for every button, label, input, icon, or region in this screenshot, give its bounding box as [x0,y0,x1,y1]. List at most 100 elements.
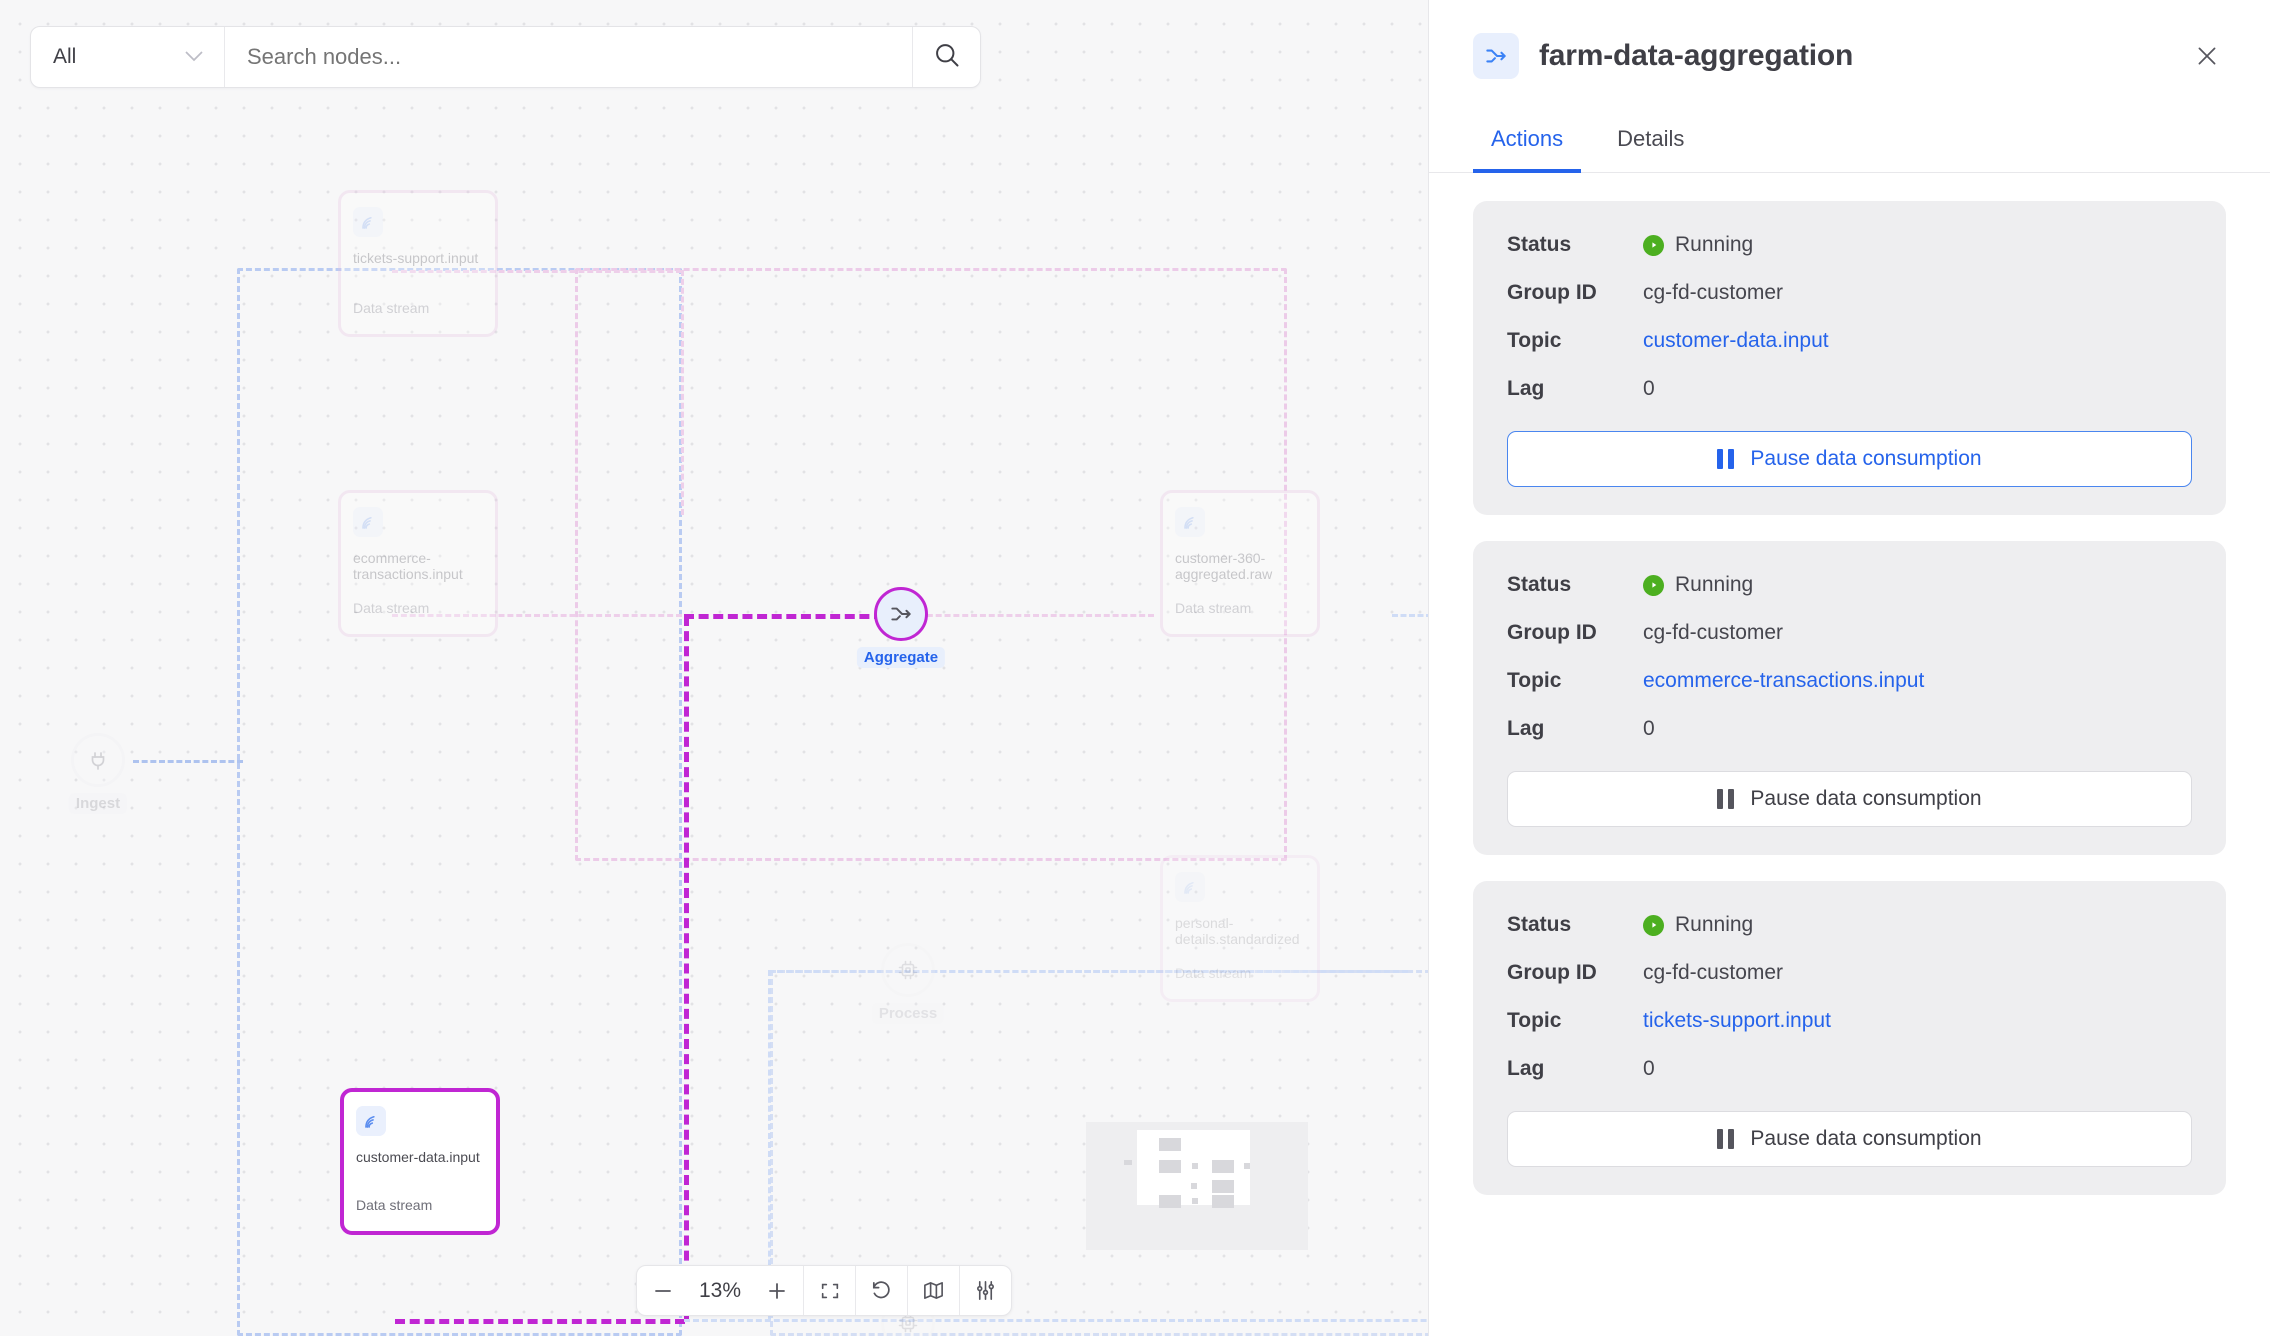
node-customer-data[interactable]: customer-data.input Data stream [340,1088,500,1235]
group-id-row: Group ID cg-fd-customer [1507,281,2192,305]
lag-row: Lag 0 [1507,1057,2192,1081]
topic-link[interactable]: customer-data.input [1643,329,1829,353]
pause-icon [1717,1129,1734,1149]
group-id-value: cg-fd-customer [1643,621,1783,645]
node-subtitle: Data stream [353,300,429,316]
lag-label: Lag [1507,377,1643,401]
node-tickets-support[interactable]: tickets-support.input Data stream [338,190,498,337]
node-ecommerce-transactions[interactable]: ecommerce-transactions.input Data stream [338,490,498,637]
chip-icon [881,943,935,997]
minimap[interactable] [1086,1122,1308,1250]
node-subtitle: Data stream [1175,600,1251,616]
sliders-icon[interactable] [959,1266,1011,1315]
node-personal-details[interactable]: personal-details.standardized Data strea… [1160,855,1320,1002]
edge-selected-to-aggregate [684,614,884,619]
merge-arrow-icon [1473,33,1519,79]
data-stream-icon [353,507,383,537]
details-panel: farm-data-aggregation Actions Details St… [1428,0,2270,1336]
minimap-node [1192,1163,1198,1169]
pause-data-consumption-button[interactable]: Pause data consumption [1507,771,2192,827]
search-input[interactable] [225,27,912,87]
minimap-node [1212,1195,1234,1208]
canvas-toolbar: 13% [636,1265,1012,1316]
node-title: personal-details.standardized [1175,915,1305,947]
minimap-viewport [1137,1130,1250,1205]
topic-row: Topic customer-data.input [1507,329,2192,353]
lag-row: Lag 0 [1507,717,2192,741]
data-stream-icon [1175,872,1205,902]
pause-data-consumption-button[interactable]: Pause data consumption [1507,431,2192,487]
data-stream-icon [1175,507,1205,537]
node-title: ecommerce-transactions.input [353,550,483,582]
edge-aggregate-to-customer360 [918,614,1154,617]
status-label: Status [1507,913,1643,937]
reset-rotate-icon[interactable] [855,1266,907,1315]
opnode-label: Process [872,1003,944,1024]
minimap-node [1159,1160,1181,1173]
tab-details[interactable]: Details [1599,112,1702,172]
status-badge: Running [1643,913,1753,937]
consumer-group-card: Status Running Group ID cg-fd-customer T… [1473,881,2226,1195]
search-button[interactable] [912,27,980,87]
lag-row: Lag 0 [1507,377,2192,401]
status-value: Running [1675,573,1753,597]
tab-actions[interactable]: Actions [1473,112,1581,172]
status-value: Running [1675,913,1753,937]
edge-tickets-vertical [681,270,684,515]
node-customer-360[interactable]: customer-360-aggregated.raw Data stream [1160,490,1320,637]
pause-icon [1717,789,1734,809]
group-id-label: Group ID [1507,961,1643,985]
topic-link[interactable]: tickets-support.input [1643,1009,1831,1033]
opnode-label: Ingest [69,793,127,814]
pause-button-label: Pause data consumption [1750,787,1981,811]
edge-selected-vertical [684,616,689,1321]
data-stream-icon [353,207,383,237]
status-badge: Running [1643,233,1753,257]
search-icon [933,41,961,74]
pause-icon [1717,449,1734,469]
map-icon[interactable] [907,1266,959,1315]
group-id-value: cg-fd-customer [1643,961,1783,985]
minimap-node [1191,1183,1197,1189]
zoom-in-button[interactable] [751,1266,803,1315]
minimap-node [1244,1163,1250,1169]
minimap-node [1124,1160,1132,1165]
node-subtitle: Data stream [353,600,429,616]
plug-icon [71,733,125,787]
status-value: Running [1675,233,1753,257]
node-subtitle: Data stream [1175,965,1251,981]
status-label: Status [1507,233,1643,257]
page-title: farm-data-aggregation [1539,39,2170,73]
data-stream-icon [356,1106,386,1136]
node-type-filter-select[interactable]: All [31,27,225,87]
node-search-bar: All [30,26,981,88]
topic-label: Topic [1507,1009,1643,1033]
pause-data-consumption-button[interactable]: Pause data consumption [1507,1111,2192,1167]
minimap-node [1192,1198,1198,1204]
play-status-icon [1643,915,1664,936]
topic-row: Topic ecommerce-transactions.input [1507,669,2192,693]
node-title: customer-data.input [356,1149,484,1165]
play-status-icon [1643,575,1664,596]
status-row: Status Running [1507,913,2192,937]
minimap-node [1212,1180,1234,1193]
edge-selected-horizontal-bottom [395,1319,685,1324]
node-title: customer-360-aggregated.raw [1175,550,1305,582]
lag-label: Lag [1507,717,1643,741]
node-title: tickets-support.input [353,250,483,266]
play-status-icon [1643,235,1664,256]
chevron-down-icon [184,49,204,66]
zoom-out-button[interactable] [637,1266,689,1315]
topic-label: Topic [1507,329,1643,353]
topic-link[interactable]: ecommerce-transactions.input [1643,669,1924,693]
minimap-node [1159,1195,1181,1208]
edge-process-bottom-in [684,1319,1428,1322]
zoom-level-label: 13% [689,1266,751,1315]
close-icon[interactable] [2190,39,2224,73]
panel-tabs: Actions Details [1429,112,2270,173]
minimap-node [1159,1138,1181,1151]
status-row: Status Running [1507,573,2192,597]
fit-screen-icon[interactable] [803,1266,855,1315]
group-id-label: Group ID [1507,621,1643,645]
flow-canvas[interactable]: All [0,0,1428,1336]
